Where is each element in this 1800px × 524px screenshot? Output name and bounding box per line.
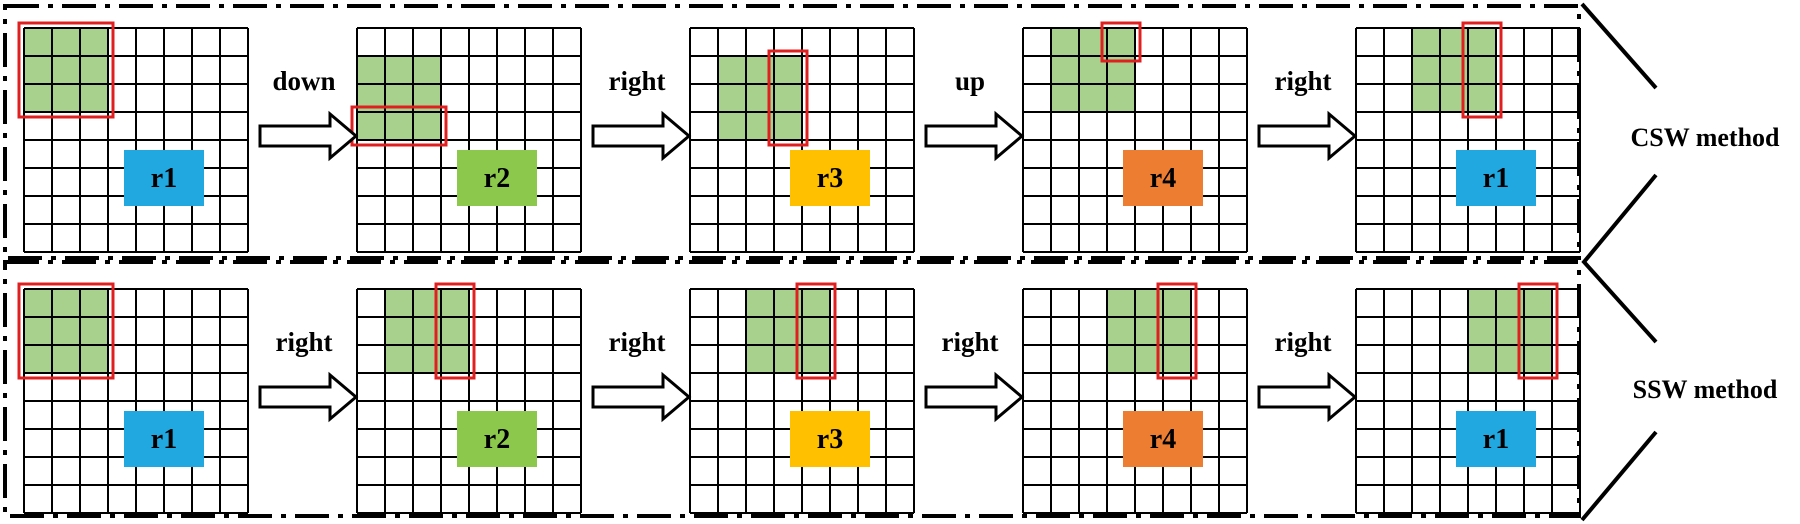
brace-top-line bbox=[1580, 2, 1658, 90]
region-tag bbox=[457, 411, 537, 467]
grid-lines bbox=[1355, 27, 1581, 253]
arrow-right: right bbox=[591, 327, 692, 423]
arrow-shape bbox=[924, 371, 1025, 423]
red-highlight-box bbox=[1100, 21, 1142, 63]
arrow-shape bbox=[1257, 110, 1358, 162]
arrow-label: right bbox=[276, 327, 333, 357]
region-tag-label: r4 bbox=[1150, 163, 1176, 194]
arrow-up: up bbox=[924, 66, 1025, 162]
arrow-label: right bbox=[609, 327, 666, 357]
grid-panel: r2 bbox=[350, 27, 582, 253]
grid-panel: r1 bbox=[17, 282, 249, 514]
arrow-shape bbox=[1257, 371, 1358, 423]
region-tag-label: r2 bbox=[484, 424, 510, 455]
region-tag bbox=[124, 411, 204, 467]
green-window bbox=[385, 289, 469, 373]
red-highlight-box bbox=[434, 282, 476, 380]
ssw-method-label: SSW method bbox=[1633, 375, 1778, 404]
green-window bbox=[1468, 289, 1552, 373]
arrow-right: right bbox=[924, 327, 1025, 423]
green-window bbox=[1051, 28, 1135, 112]
arrow-shape bbox=[591, 371, 692, 423]
red-highlight-box bbox=[350, 105, 448, 147]
region-tag bbox=[1456, 150, 1536, 206]
green-window bbox=[1412, 28, 1496, 112]
arrow-label: down bbox=[272, 66, 335, 96]
grid-panel: r3 bbox=[689, 27, 915, 253]
region-tag bbox=[124, 150, 204, 206]
green-window bbox=[718, 56, 802, 140]
red-highlight-box bbox=[17, 282, 115, 380]
red-highlight-box bbox=[1461, 21, 1503, 119]
green-window bbox=[746, 289, 830, 373]
region-tag bbox=[790, 411, 870, 467]
region-tag-label: r3 bbox=[817, 163, 843, 194]
region-tag bbox=[1123, 150, 1203, 206]
grid-panel: r2 bbox=[356, 282, 582, 514]
green-window bbox=[357, 56, 441, 140]
grid-lines bbox=[1355, 288, 1581, 514]
arrow-shape bbox=[924, 110, 1025, 162]
red-highlight-box bbox=[795, 282, 837, 380]
grid-panel: r1 bbox=[17, 21, 249, 253]
grid-panel: r1 bbox=[1355, 282, 1581, 514]
arrow-shape bbox=[258, 371, 359, 423]
grid-lines bbox=[1022, 27, 1248, 253]
grid-lines bbox=[689, 288, 915, 514]
grid-lines bbox=[356, 27, 582, 253]
arrow-right: right bbox=[258, 327, 359, 423]
region-tag-label: r1 bbox=[1483, 163, 1509, 194]
green-window bbox=[1107, 289, 1191, 373]
red-highlight-box bbox=[1156, 282, 1198, 380]
grid-panel: r4 bbox=[1022, 282, 1248, 514]
region-tag-label: r1 bbox=[151, 424, 177, 455]
arrow-shape bbox=[591, 110, 692, 162]
region-tag-label: r1 bbox=[1483, 424, 1509, 455]
arrow-right: right bbox=[1257, 327, 1358, 423]
region-tag-label: r4 bbox=[1150, 424, 1176, 455]
brace-bottom-line bbox=[1580, 430, 1658, 522]
region-tag-label: r3 bbox=[817, 424, 843, 455]
row-brace bbox=[1580, 2, 1658, 522]
arrow-label: up bbox=[955, 66, 985, 96]
brace-middle-point bbox=[1581, 173, 1658, 344]
red-highlight-box bbox=[767, 49, 809, 147]
grid-panel: r3 bbox=[689, 282, 915, 514]
red-highlight-box bbox=[17, 21, 115, 119]
arrow-right: right bbox=[1257, 66, 1358, 162]
arrow-shape bbox=[258, 110, 359, 162]
grid-panel: r4 bbox=[1022, 21, 1248, 253]
green-window bbox=[24, 289, 108, 373]
csw-row: r1 r2 r3 r4 r1 down right up right bbox=[17, 21, 1581, 253]
arrow-label: right bbox=[609, 66, 666, 96]
region-tag-label: r1 bbox=[151, 163, 177, 194]
ssw-row: r1 r2 r3 r4 r1 right right right right bbox=[17, 282, 1581, 514]
region-tag-label: r2 bbox=[484, 163, 510, 194]
grid-lines bbox=[23, 27, 249, 253]
grid-panel: r1 bbox=[1355, 21, 1581, 253]
red-highlight-box bbox=[1517, 282, 1559, 380]
region-tag bbox=[1123, 411, 1203, 467]
grid-lines bbox=[1022, 288, 1248, 514]
arrow-right: right bbox=[591, 66, 692, 162]
region-tag bbox=[1456, 411, 1536, 467]
arrow-down: down bbox=[258, 66, 359, 162]
arrow-label: right bbox=[942, 327, 999, 357]
arrow-label: right bbox=[1275, 327, 1332, 357]
green-window bbox=[24, 28, 108, 112]
csw-method-label: CSW method bbox=[1630, 123, 1780, 152]
region-tag bbox=[790, 150, 870, 206]
region-tag bbox=[457, 150, 537, 206]
arrow-label: right bbox=[1275, 66, 1332, 96]
